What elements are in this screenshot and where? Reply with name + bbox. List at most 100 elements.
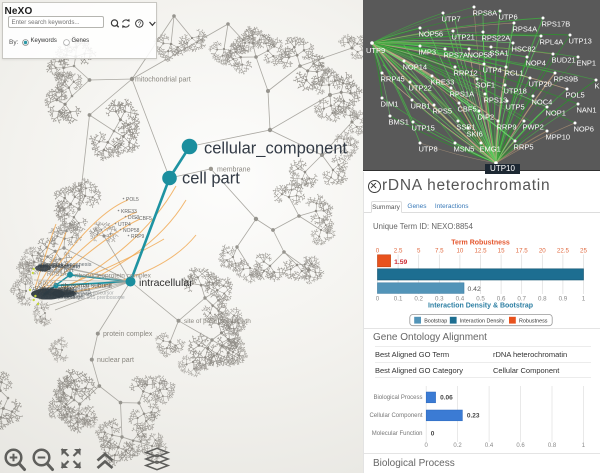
svg-text:ribonucleoprotein complex: ribonucleoprotein complex	[75, 273, 152, 280]
svg-text:RRP45: RRP45	[381, 75, 405, 84]
svg-text:0: 0	[376, 248, 380, 255]
svg-text:0.8: 0.8	[548, 443, 557, 449]
svg-text:NOP1: NOP1	[546, 109, 566, 118]
svg-text:RRP9: RRP9	[497, 123, 517, 132]
svg-text:nuclear part: nuclear part	[97, 357, 134, 364]
svg-text:preribosome: preribosome	[44, 291, 75, 297]
svg-text:0.2: 0.2	[414, 296, 423, 303]
svg-text:cellular_component: cellular_component	[204, 140, 348, 158]
svg-text:ribonucleoprotein: ribonucleoprotein	[32, 291, 74, 297]
svg-text:nucleolar part: nucleolar part	[41, 295, 75, 301]
svg-text:2.5: 2.5	[394, 248, 403, 255]
svg-text:processome 90S preribosome: processome 90S preribosome	[58, 295, 125, 301]
svg-text:0.4: 0.4	[485, 443, 494, 449]
svg-text:Molecular Function: Molecular Function	[372, 431, 423, 437]
svg-text:RRP5: RRP5	[514, 143, 534, 152]
svg-text:EMG1: EMG1	[480, 145, 501, 154]
svg-text:0.2: 0.2	[453, 443, 462, 449]
svg-text:ENP1: ENP1	[577, 59, 597, 68]
svg-text:BMS1: BMS1	[389, 118, 409, 127]
svg-text:UTP4: UTP4	[118, 222, 131, 228]
svg-text:nucleolar part: nucleolar part	[40, 268, 74, 274]
svg-text:IMP3: IMP3	[419, 48, 437, 57]
svg-text:MSN5: MSN5	[454, 145, 475, 154]
svg-text:1.59: 1.59	[394, 259, 407, 266]
svg-text:RRP12: RRP12	[454, 69, 478, 78]
svg-text:0.5: 0.5	[476, 296, 485, 303]
svg-text:RPS1A: RPS1A	[450, 90, 475, 99]
svg-text:URB1: URB1	[411, 102, 431, 111]
svg-text:0: 0	[425, 443, 429, 449]
svg-text:UTP18: UTP18	[504, 87, 527, 96]
svg-text:?: ?	[138, 21, 142, 28]
svg-text:NOP4: NOP4	[526, 59, 546, 68]
svg-text:Interaction Density: Interaction Density	[460, 319, 505, 325]
svg-text:small subunit precursor: small subunit precursor	[62, 291, 114, 297]
svg-text:nucleolar part: nucleolar part	[37, 293, 71, 299]
svg-text:UTP22: UTP22	[409, 84, 432, 93]
svg-text:CBF5: CBF5	[139, 216, 152, 222]
svg-text:ribosome biogenesis: ribosome biogenesis	[40, 287, 91, 293]
svg-text:5: 5	[417, 248, 421, 255]
svg-text:KRE33: KRE33	[121, 209, 137, 215]
svg-text:0.23: 0.23	[467, 412, 480, 419]
svg-text:preribosome large: preribosome large	[32, 288, 76, 294]
svg-text:0.1: 0.1	[394, 296, 403, 303]
svg-text:protein complex: protein complex	[103, 331, 153, 338]
svg-text:cell part: cell part	[182, 170, 240, 188]
svg-text:DIP2: DIP2	[478, 113, 495, 122]
svg-text:NOC4: NOC4	[532, 98, 553, 107]
svg-text:PWP2: PWP2	[523, 123, 544, 132]
svg-text:NOP56: NOP56	[419, 30, 444, 39]
svg-text:Robustness: Robustness	[519, 319, 548, 325]
svg-text:0.9: 0.9	[559, 296, 568, 303]
svg-text:UTP9: UTP9	[366, 46, 385, 55]
svg-text:12.5: 12.5	[474, 248, 487, 255]
svg-text:BUD21: BUD21	[552, 56, 576, 65]
svg-text:RPS22A: RPS22A	[482, 34, 511, 43]
svg-text:17.5: 17.5	[516, 248, 529, 255]
svg-text:MPP10: MPP10	[546, 133, 571, 142]
svg-text:nucleolar part: nucleolar part	[38, 263, 72, 269]
svg-text:22.5: 22.5	[557, 248, 570, 255]
svg-text:intracellular: intracellular	[139, 277, 193, 289]
svg-text:15: 15	[498, 248, 505, 255]
svg-text:25: 25	[580, 248, 587, 255]
svg-text:NOP14: NOP14	[403, 63, 428, 72]
svg-text:ribosome biogenesis: ribosome biogenesis	[42, 291, 93, 297]
svg-text:site of polarized growth: site of polarized growth	[184, 318, 251, 325]
svg-text:preribosome: preribosome	[40, 286, 71, 292]
svg-text:Bootstrap: Bootstrap	[424, 319, 447, 325]
svg-text:1: 1	[582, 443, 586, 449]
svg-text:NOP58: NOP58	[468, 51, 493, 60]
svg-text:RPL2A: RPL2A	[38, 282, 57, 288]
svg-text:NOP58: NOP58	[123, 228, 140, 234]
svg-text:POL5: POL5	[126, 197, 139, 203]
svg-text:RPS1A: RPS1A	[47, 272, 67, 278]
svg-text:0.6: 0.6	[516, 443, 525, 449]
svg-text:90S preribosome: 90S preribosome	[38, 264, 80, 270]
svg-text:0.8: 0.8	[538, 296, 547, 303]
svg-text:POL5: POL5	[566, 91, 585, 100]
svg-text:10: 10	[456, 248, 463, 255]
svg-text:Biological Process: Biological Process	[373, 395, 422, 401]
svg-text:NOP6: NOP6	[574, 125, 594, 134]
svg-text:RPS13: RPS13	[484, 96, 508, 105]
svg-text:Cellular Component: Cellular Component	[369, 413, 422, 419]
svg-text:mitochondrial part: mitochondrial part	[135, 77, 191, 84]
svg-text:UTP21: UTP21	[452, 33, 475, 42]
svg-text:ribonucleoprotein: ribonucleoprotein	[38, 264, 80, 270]
svg-text:Interaction Density & Bootstra: Interaction Density & Bootstrap	[428, 303, 533, 310]
svg-text:RPL4A: RPL4A	[540, 38, 564, 47]
svg-text:RCL1: RCL1	[505, 69, 524, 78]
svg-text:rRNA processing: rRNA processing	[33, 286, 74, 292]
svg-text:UTP5: UTP5	[506, 103, 525, 112]
svg-text:0.06: 0.06	[440, 394, 453, 401]
svg-text:UTP7: UTP7	[442, 15, 461, 24]
svg-text:Term Robustness: Term Robustness	[451, 240, 510, 247]
svg-text:SSB1: SSB1	[457, 123, 476, 132]
svg-text:20: 20	[539, 248, 546, 255]
svg-text:RPS5: RPS5	[433, 107, 453, 116]
svg-text:KRE33: KRE33	[431, 78, 455, 87]
svg-text:CBF5: CBF5	[458, 105, 477, 114]
